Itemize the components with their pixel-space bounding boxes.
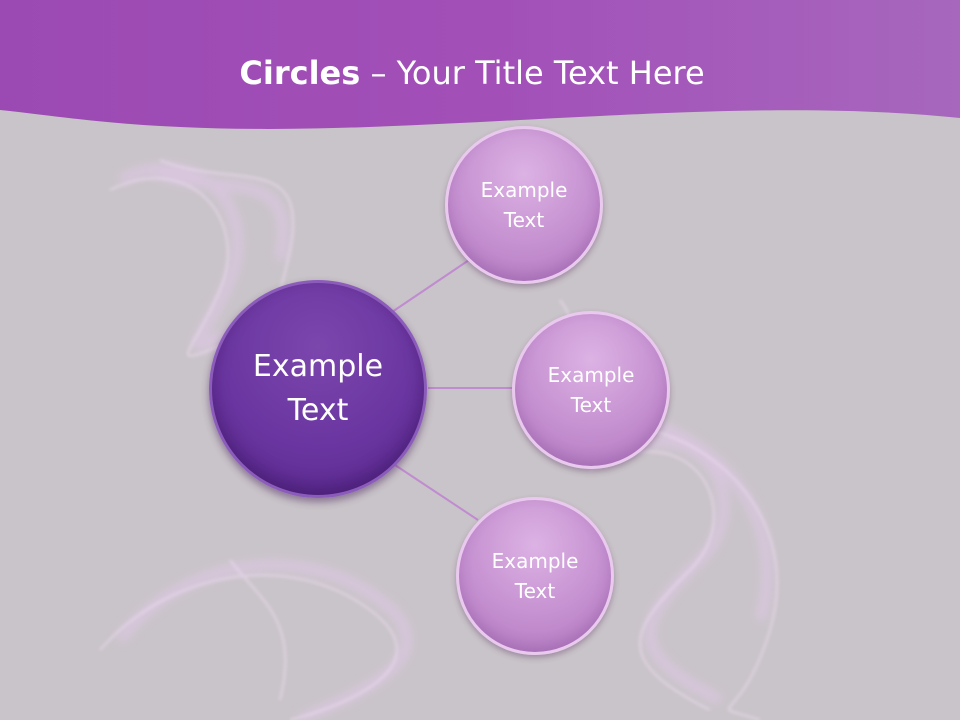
node-middle-line2: Text — [570, 393, 612, 417]
header-band — [0, 0, 960, 129]
node-top-line1: Example — [480, 178, 568, 202]
title-rest: – Your Title Text Here — [360, 54, 705, 92]
slide-title: Circles – Your Title Text Here — [0, 54, 944, 92]
title-bold: Circles — [239, 54, 361, 92]
node-bottom-line2: Text — [514, 579, 556, 603]
connector-top — [391, 257, 473, 313]
center-circle[interactable]: Example Text — [209, 280, 427, 498]
center-circle-line2: Text — [287, 393, 349, 428]
connector-bottom — [394, 464, 479, 521]
node-bottom-line1: Example — [491, 549, 579, 573]
node-top-line2: Text — [503, 208, 545, 232]
node-circle-bottom[interactable]: Example Text — [456, 497, 614, 655]
center-circle-line1: Example — [252, 349, 384, 384]
node-middle-line1: Example — [547, 363, 635, 387]
node-circle-top[interactable]: Example Text — [445, 126, 603, 284]
node-circle-middle[interactable]: Example Text — [512, 311, 670, 469]
